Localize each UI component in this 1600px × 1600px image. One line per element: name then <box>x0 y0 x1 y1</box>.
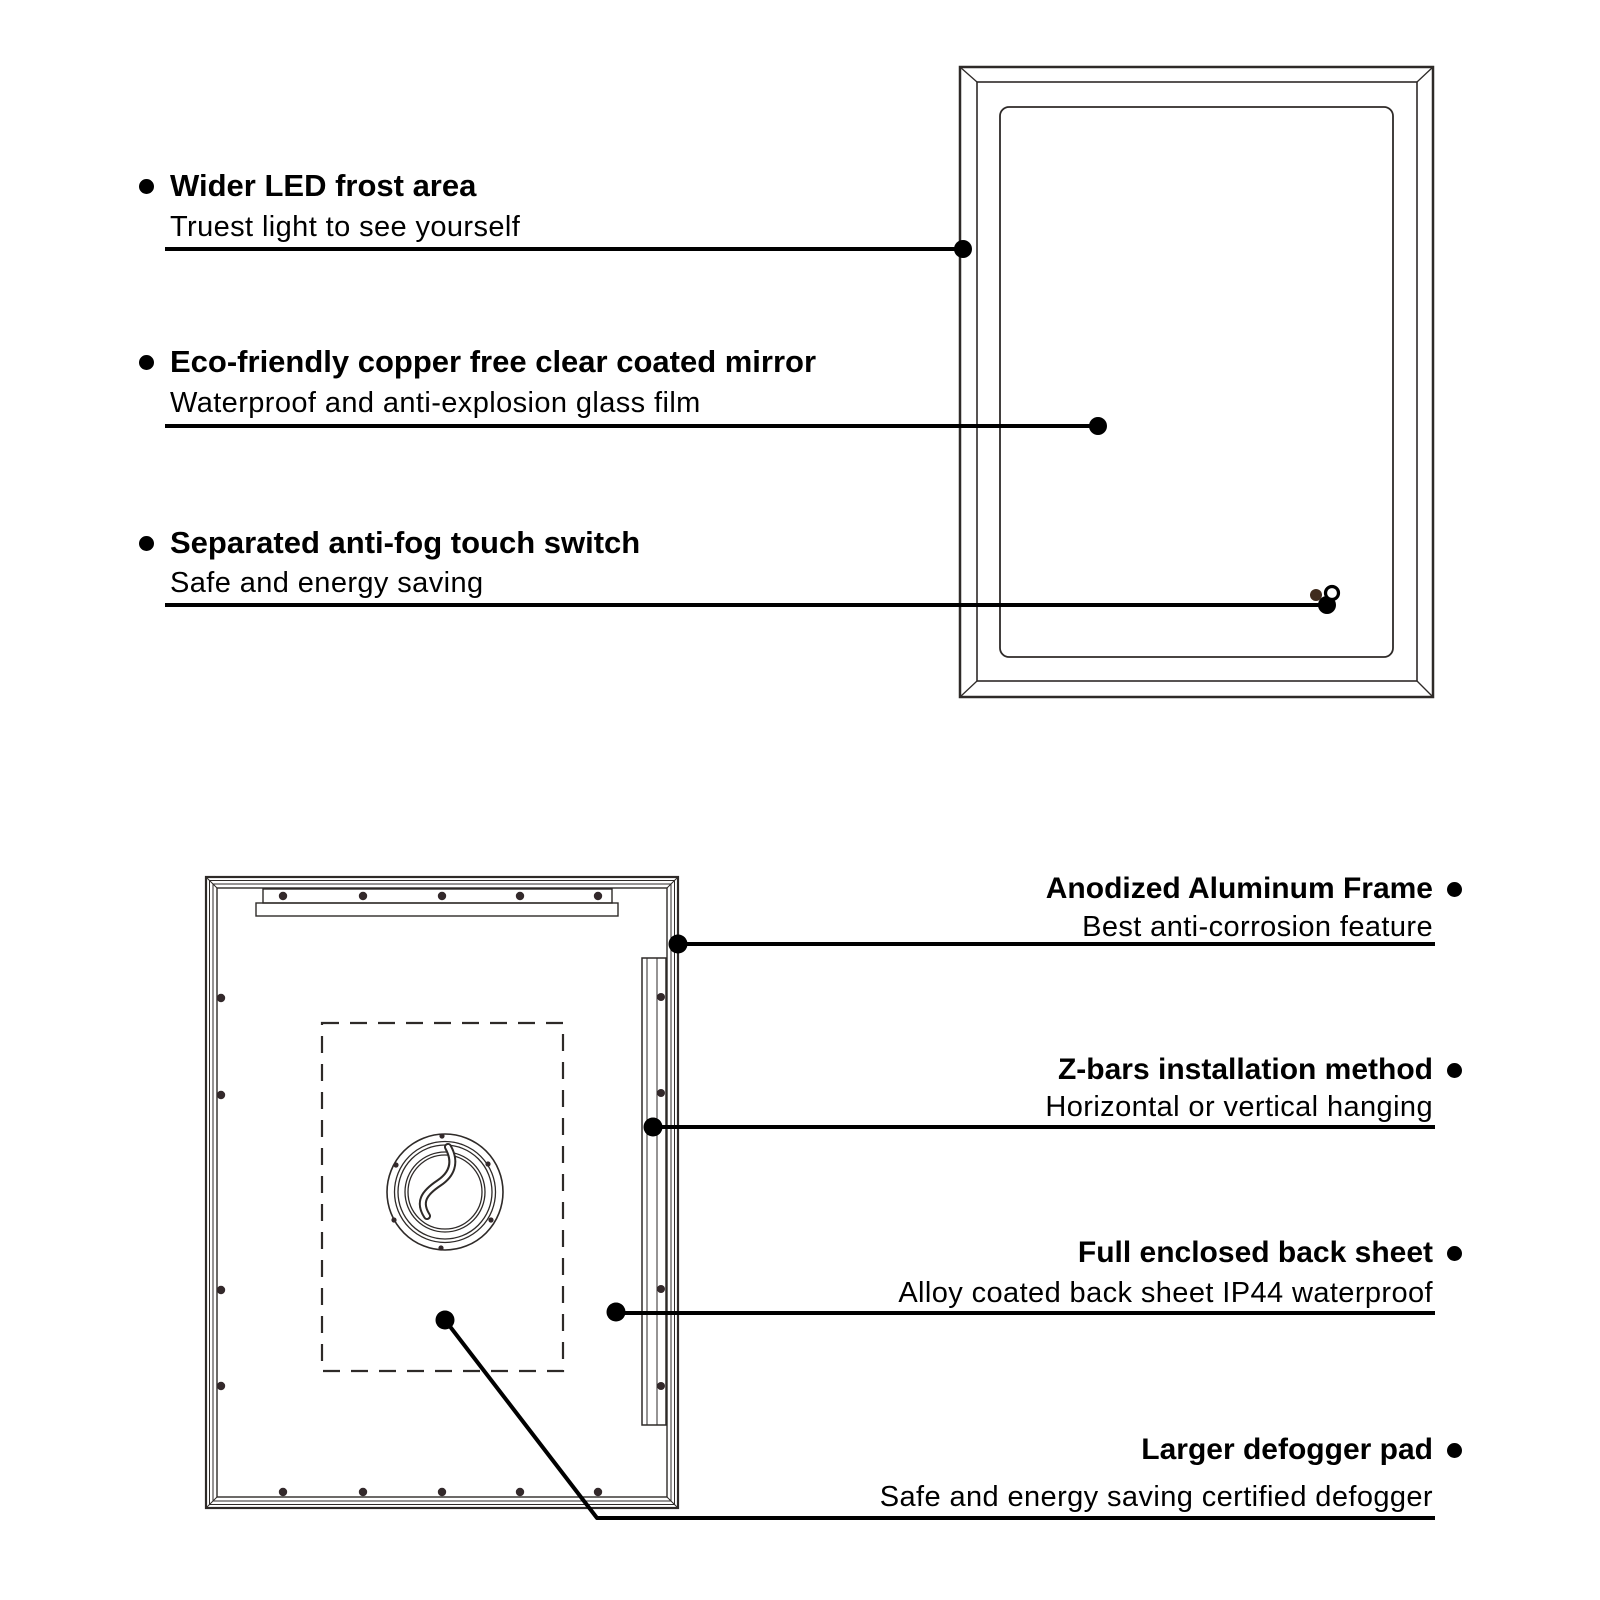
led-frost-area-border <box>999 106 1394 658</box>
callout-subtitle-touch-switch: Safe and energy saving <box>170 567 484 599</box>
junction-box-ring <box>386 1133 504 1251</box>
screw-icon <box>216 1381 226 1391</box>
screw-icon <box>593 891 603 901</box>
back-corner-miter <box>205 876 218 889</box>
screw-icon <box>657 993 665 1001</box>
top-z-bar-strip <box>262 888 613 904</box>
screw-icon <box>515 1487 525 1497</box>
junction-box-ring <box>404 1151 486 1233</box>
screw-icon <box>358 1487 368 1497</box>
callout-title-led-frost: Wider LED frost area <box>170 168 477 203</box>
callout-title-touch-switch: Separated anti-fog touch switch <box>170 525 641 560</box>
screw-icon <box>515 891 525 901</box>
bullet-icon <box>139 179 154 194</box>
front-corner-miter <box>959 66 978 83</box>
cable-icon <box>418 1143 457 1220</box>
front-leader-lines <box>165 240 1341 614</box>
front-corner-miter <box>1416 680 1434 698</box>
leader-dot-icon <box>643 1117 663 1137</box>
defogger-pad-outline <box>320 1021 565 1373</box>
screw-icon <box>278 891 288 901</box>
bullet-icon <box>1447 1246 1462 1261</box>
top-z-bar-rail <box>255 902 619 917</box>
front-corner-miter <box>1416 66 1434 83</box>
front-inner-frame <box>976 81 1418 682</box>
front-corner-miter <box>959 680 978 698</box>
screw-icon <box>216 993 226 1003</box>
back-sheet-edge <box>216 887 668 1498</box>
front-outer-frame <box>958 65 1435 699</box>
screw-icon <box>393 1162 399 1168</box>
screw-icon <box>593 1487 603 1497</box>
callout-subtitle-z-bars: Horizontal or vertical hanging <box>1045 1091 1433 1123</box>
right-z-bar <box>641 957 667 1426</box>
screw-icon <box>439 1133 445 1139</box>
back-frame-line <box>212 883 672 1502</box>
junction-box-ring <box>393 1140 497 1244</box>
callout-subtitle-aluminum-frame: Best anti-corrosion feature <box>1082 911 1433 943</box>
leader-dot-icon <box>1089 417 1107 435</box>
bullet-icon <box>139 355 154 370</box>
leader-line-defogger-pad <box>443 1318 1435 1520</box>
callout-title-aluminum-frame: Anodized Aluminum Frame <box>1045 872 1433 905</box>
top-z-bar <box>255 888 619 917</box>
leader-dot-icon <box>954 240 972 258</box>
back-corner-miter <box>666 1496 679 1509</box>
callout-title-z-bars: Z-bars installation method <box>1057 1053 1433 1086</box>
callout-subtitle-coated-mirror: Waterproof and anti-explosion glass film <box>170 387 701 419</box>
bullet-icon <box>139 536 154 551</box>
leader-dot-icon <box>435 1310 455 1330</box>
touch-switch-dot-icon <box>1310 589 1322 601</box>
back-frame-line <box>209 880 675 1505</box>
screw-icon <box>437 1487 447 1497</box>
screw-icon <box>216 1285 226 1295</box>
junction-box <box>386 1133 504 1251</box>
callout-title-coated-mirror: Eco-friendly copper free clear coated mi… <box>170 344 817 379</box>
screw-icon <box>657 1382 665 1390</box>
mirror-back-view <box>204 875 680 1510</box>
junction-box-ring <box>407 1154 483 1230</box>
screw-icon <box>358 891 368 901</box>
leader-dot-icon <box>668 934 688 954</box>
screw-icon <box>657 1089 665 1097</box>
screw-icon <box>278 1487 288 1497</box>
screw-icon <box>216 1090 226 1100</box>
callout-title-defogger-pad: Larger defogger pad <box>1141 1433 1433 1466</box>
cable-highlight <box>420 1145 455 1218</box>
screw-icon <box>657 1285 665 1293</box>
screw-icon <box>488 1217 494 1223</box>
touch-switch-ring-icon <box>1323 584 1341 602</box>
bullet-icon <box>1447 1443 1462 1458</box>
bullet-icon <box>1447 882 1462 897</box>
back-leader-lines <box>435 934 1435 1520</box>
back-corner-miter <box>666 876 679 889</box>
screw-icon <box>485 1161 491 1167</box>
callout-title-back-sheet: Full enclosed back sheet <box>1077 1236 1433 1269</box>
junction-box-ring <box>397 1144 493 1240</box>
callout-subtitle-back-sheet: Alloy coated back sheet IP44 waterproof <box>898 1277 1433 1309</box>
frame-screws <box>216 993 603 1497</box>
screw-icon <box>437 891 447 901</box>
bullet-icon <box>1447 1063 1462 1078</box>
callout-subtitle-led-frost: Truest light to see yourself <box>170 211 521 243</box>
leader-dot-icon <box>606 1302 626 1322</box>
mirror-front-view <box>958 65 1435 699</box>
right-z-bar-body <box>641 957 667 1426</box>
screw-icon <box>391 1217 397 1223</box>
back-corner-miter <box>205 1496 218 1509</box>
screw-icon <box>438 1245 444 1251</box>
callout-subtitle-defogger-pad: Safe and energy saving certified defogge… <box>879 1481 1433 1513</box>
back-outer-frame <box>204 875 680 1510</box>
